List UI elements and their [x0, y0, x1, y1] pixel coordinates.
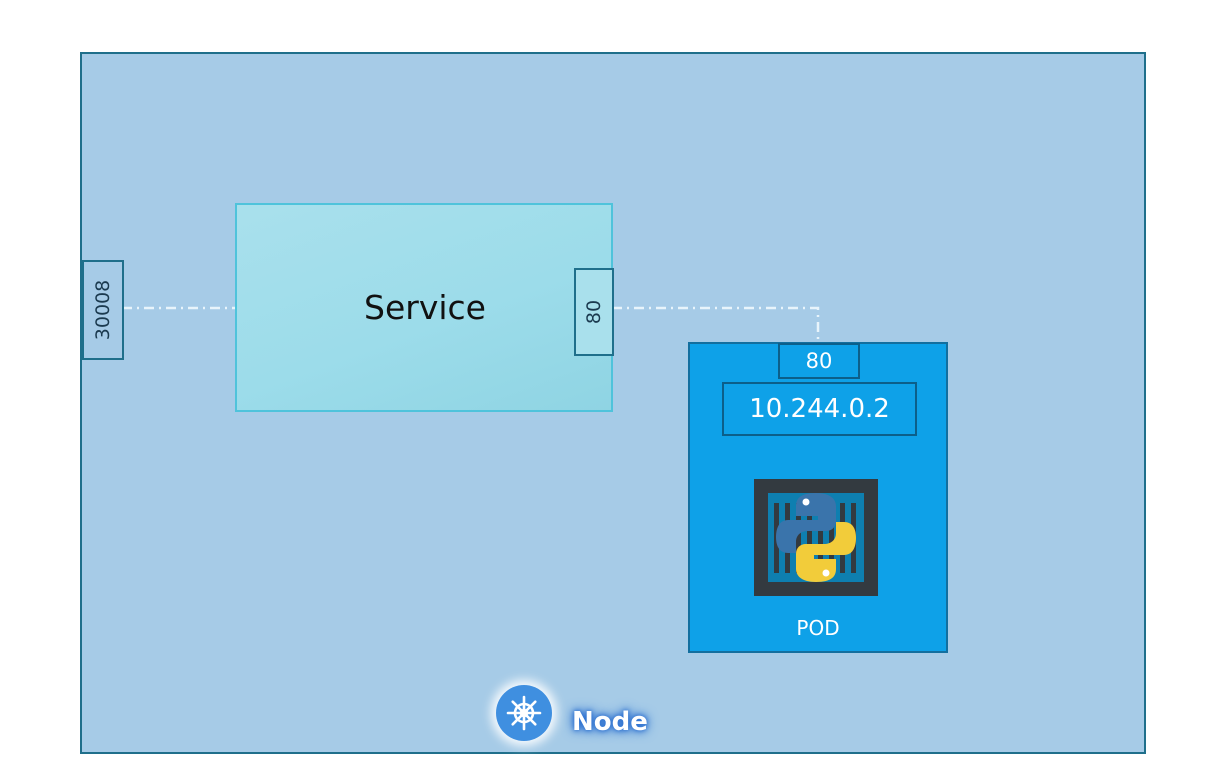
service-port-label: 80: [583, 299, 605, 325]
pod-ip: 10.244.0.2: [722, 382, 917, 436]
pod-box: 80 10.244.0.2 POD: [688, 342, 948, 653]
node-port-label: 30008: [92, 279, 115, 341]
pod-label: POD: [796, 616, 840, 640]
pod-target-port: 80: [778, 343, 860, 379]
node-port-box: 30008: [82, 260, 124, 360]
python-container-icon: [754, 479, 878, 596]
service-port-box: 80: [574, 268, 614, 356]
service-box: Service: [235, 203, 613, 412]
node-badge: Node: [496, 685, 648, 741]
service-label: Service: [364, 288, 486, 327]
kubernetes-helm-icon: [496, 685, 552, 741]
node-label: Node: [572, 707, 648, 737]
